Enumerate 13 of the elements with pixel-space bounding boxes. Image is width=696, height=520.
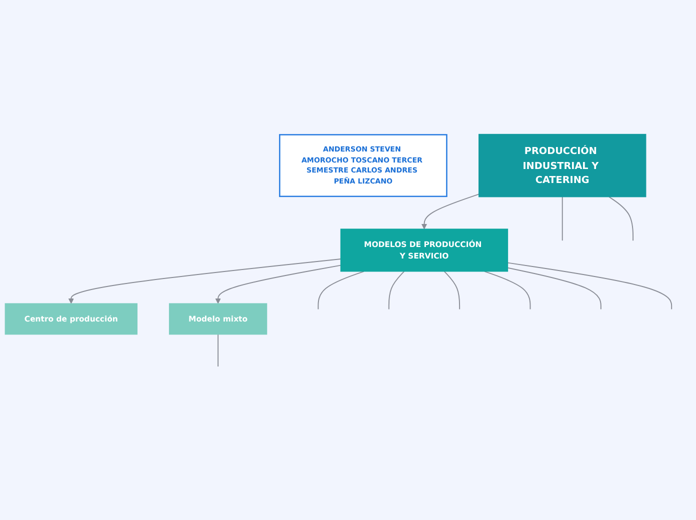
arrow [68,258,342,304]
connector [562,196,563,242]
connector [388,270,405,310]
arrow [215,264,342,304]
connector [484,270,531,310]
connector [318,270,364,310]
connector [507,267,602,310]
connector [608,196,634,242]
connector [218,334,219,367]
arrow [421,194,480,230]
connector [507,262,672,310]
node-box: PRODUCCIÓN INDUSTRIAL Y CATERING [478,134,646,198]
connector [444,270,460,310]
